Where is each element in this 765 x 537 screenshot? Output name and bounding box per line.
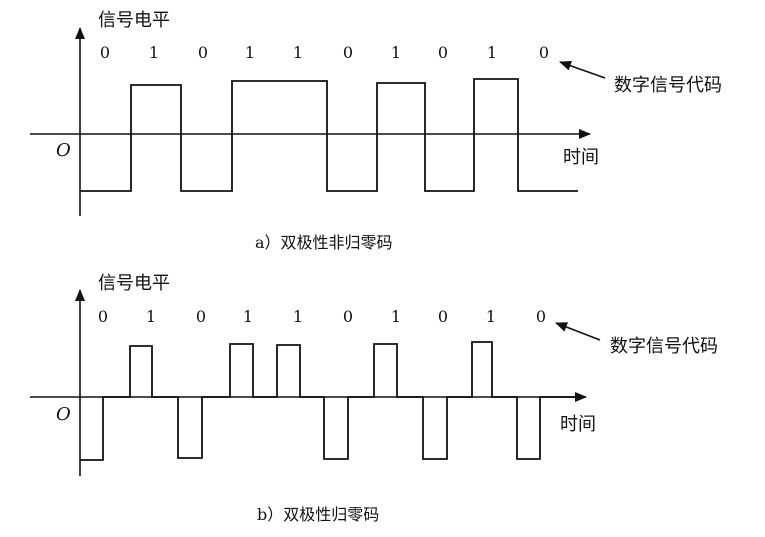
panel-b-caption: b）双极性归零码 [257, 505, 379, 524]
panel-b-xlabel: 时间 [560, 414, 596, 435]
panel-a-bit-label: 1 [149, 43, 159, 62]
panel-a-bit-label: 0 [539, 43, 549, 62]
panel-a-bit-label: 0 [198, 43, 208, 62]
panel-a-ylabel: 信号电平 [98, 10, 170, 31]
panel-b-ylabel: 信号电平 [98, 273, 170, 294]
panel-a-bit-labels: 0 1 0 1 1 0 1 0 1 0 [100, 43, 549, 62]
panel-b-bit-label: 1 [391, 307, 401, 326]
panel-a-nrz-waveform [80, 78, 578, 192]
panel-a-annotation-arrow [559, 60, 606, 79]
panel-a-annotation: 数字信号代码 [614, 75, 722, 96]
panel-b: 信号电平 O 时间 0 1 0 1 1 0 1 0 1 0 数字信号代码 b）双… [30, 273, 718, 524]
panel-b-origin: O [56, 404, 71, 425]
panel-a-bit-label: 0 [100, 43, 110, 62]
panel-b-bit-labels: 0 1 0 1 1 0 1 0 1 0 [98, 307, 546, 326]
panel-b-bit-label: 1 [293, 307, 303, 326]
panel-a-bit-label: 0 [438, 43, 448, 62]
panel-a-bit-label: 1 [245, 43, 255, 62]
panel-a-bit-label: 1 [391, 43, 401, 62]
panel-a-bit-label: 0 [343, 43, 353, 62]
panel-b-bit-label: 0 [438, 307, 448, 326]
panel-a-origin: O [56, 140, 71, 161]
panel-a-caption: a）双极性非归零码 [255, 233, 393, 252]
panel-b-bit-label: 0 [536, 307, 546, 326]
panel-b-bit-label: 1 [243, 307, 253, 326]
panel-b-bit-label: 0 [196, 307, 206, 326]
panel-b-bit-label: 0 [98, 307, 108, 326]
panel-b-annotation: 数字信号代码 [610, 336, 718, 357]
panel-b-bit-label: 1 [486, 307, 496, 326]
panel-b-bit-label: 1 [146, 307, 156, 326]
panel-a-xlabel: 时间 [563, 147, 599, 168]
panel-b-annotation-arrow [555, 322, 601, 341]
panel-a-bit-label: 1 [487, 43, 497, 62]
panel-a: 信号电平 O 时间 0 1 0 1 1 0 1 0 1 0 数字信号代码 a）双… [30, 10, 722, 252]
panel-a-bit-label: 1 [293, 43, 303, 62]
panel-b-bit-label: 0 [343, 307, 353, 326]
panel-b-rz-waveform [80, 341, 575, 461]
